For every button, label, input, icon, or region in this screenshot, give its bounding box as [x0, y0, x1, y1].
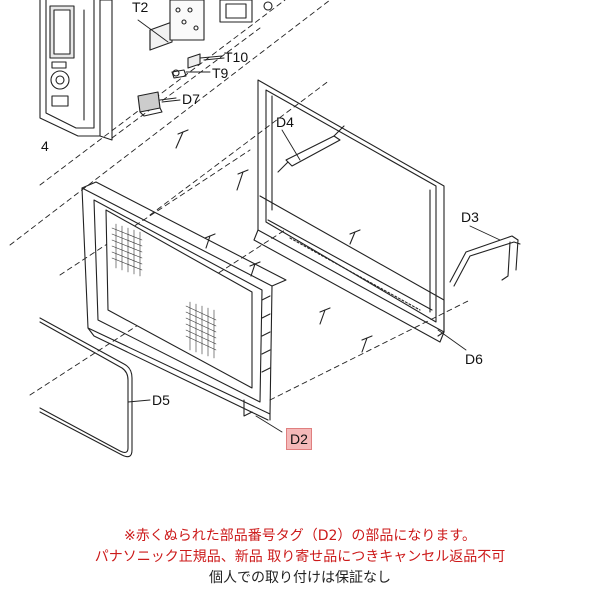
note-genuine-new: パナソニック正規品、新品 取り寄せ品につきキャンセル返品不可 [94, 549, 506, 565]
door-inner-panel [81, 181, 287, 421]
screws [175, 129, 373, 353]
label-d6: D6 [465, 351, 483, 367]
label-t9: T9 [212, 65, 229, 81]
part-t10-t9 [171, 53, 225, 79]
part-d5-glass [39, 317, 133, 458]
control-panel [39, 0, 113, 141]
part-d4-strip [277, 125, 345, 173]
label-t2: T2 [132, 0, 149, 15]
part-d3-strip [449, 235, 521, 287]
part-d6-frame [253, 79, 445, 343]
label-4: 4 [41, 138, 49, 154]
part-d7-fan [137, 91, 177, 117]
part-t2-bracket [149, 21, 173, 51]
label-d2-highlighted: D2 [286, 428, 312, 450]
notes-block: ※赤くぬられた部品番号タグ（D2）の部品になります。 パナソニック正規品、新品 … [0, 526, 600, 589]
leader-lines [127, 19, 501, 433]
note-part-tag: ※赤くぬられた部品番号タグ（D2）の部品になります。 [123, 528, 477, 544]
assembly-guide-lines [9, 0, 471, 401]
circuit-board [169, 0, 273, 41]
label-d5: D5 [152, 392, 170, 408]
exploded-parts-diagram [9, 0, 521, 458]
label-d4: D4 [276, 114, 294, 130]
label-t10: T10 [224, 49, 249, 65]
label-d7: D7 [182, 91, 200, 107]
note-no-warranty: 個人での取り付けは保証なし [209, 570, 391, 586]
label-d3: D3 [461, 209, 479, 225]
